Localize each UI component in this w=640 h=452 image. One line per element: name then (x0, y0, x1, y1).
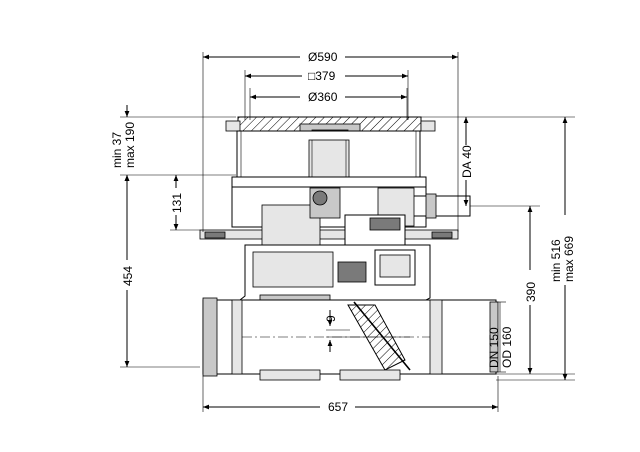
flange (199, 229, 459, 240)
drain-assembly (199, 116, 499, 381)
label-total-length: 657 (328, 400, 348, 414)
label-body-height: 454 (121, 266, 135, 286)
label-outer-diameter: 590 (317, 50, 337, 64)
svg-text:□379: □379 (308, 69, 336, 83)
label-cover-max: max 190 (123, 122, 137, 168)
svg-text:Ø360: Ø360 (308, 90, 338, 104)
label-pipe-outer: OD 160 (500, 326, 514, 368)
label-inlet-height: 131 (170, 193, 184, 213)
label-total-min: min 516 (549, 239, 563, 282)
label-cover-min: min 37 (110, 132, 124, 168)
label-side-outlet: DA 40 (460, 145, 474, 178)
label-total-max: max 669 (562, 236, 576, 282)
label-outlet-height: 390 (524, 282, 538, 302)
svg-text:Ø590: Ø590 (308, 50, 338, 64)
dimension-lines (120, 52, 575, 412)
diameter-symbol-2: Ø (308, 90, 317, 104)
label-grate-diameter: 360 (317, 90, 337, 104)
label-square-frame: 379 (315, 69, 335, 83)
dimension-labels: Ø590 □379 Ø360 min 37 max 190 131 454 DA… (110, 50, 576, 414)
side-outlet-pipe (409, 195, 471, 217)
square-symbol: □ (308, 69, 315, 83)
label-pipe-nominal: DN 150 (487, 327, 501, 368)
diameter-symbol: Ø (308, 50, 317, 64)
label-small-offset: 9 (324, 315, 338, 322)
